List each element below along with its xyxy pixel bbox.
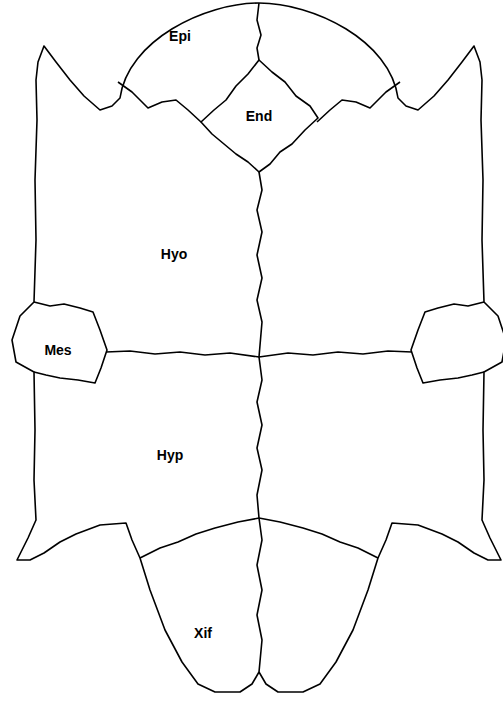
right-half [259,3,503,692]
epi-midline-suture [257,3,261,60]
part-label: End [246,109,272,123]
part-label: Epi [169,29,191,43]
midline-suture [257,172,262,672]
part-label: Mes [44,343,71,357]
entoplastron-outline [201,60,318,172]
left-half [12,3,259,692]
part-label: Xif [194,626,212,640]
part-label: Hyp [157,448,183,462]
part-label: Hyo [161,247,187,261]
